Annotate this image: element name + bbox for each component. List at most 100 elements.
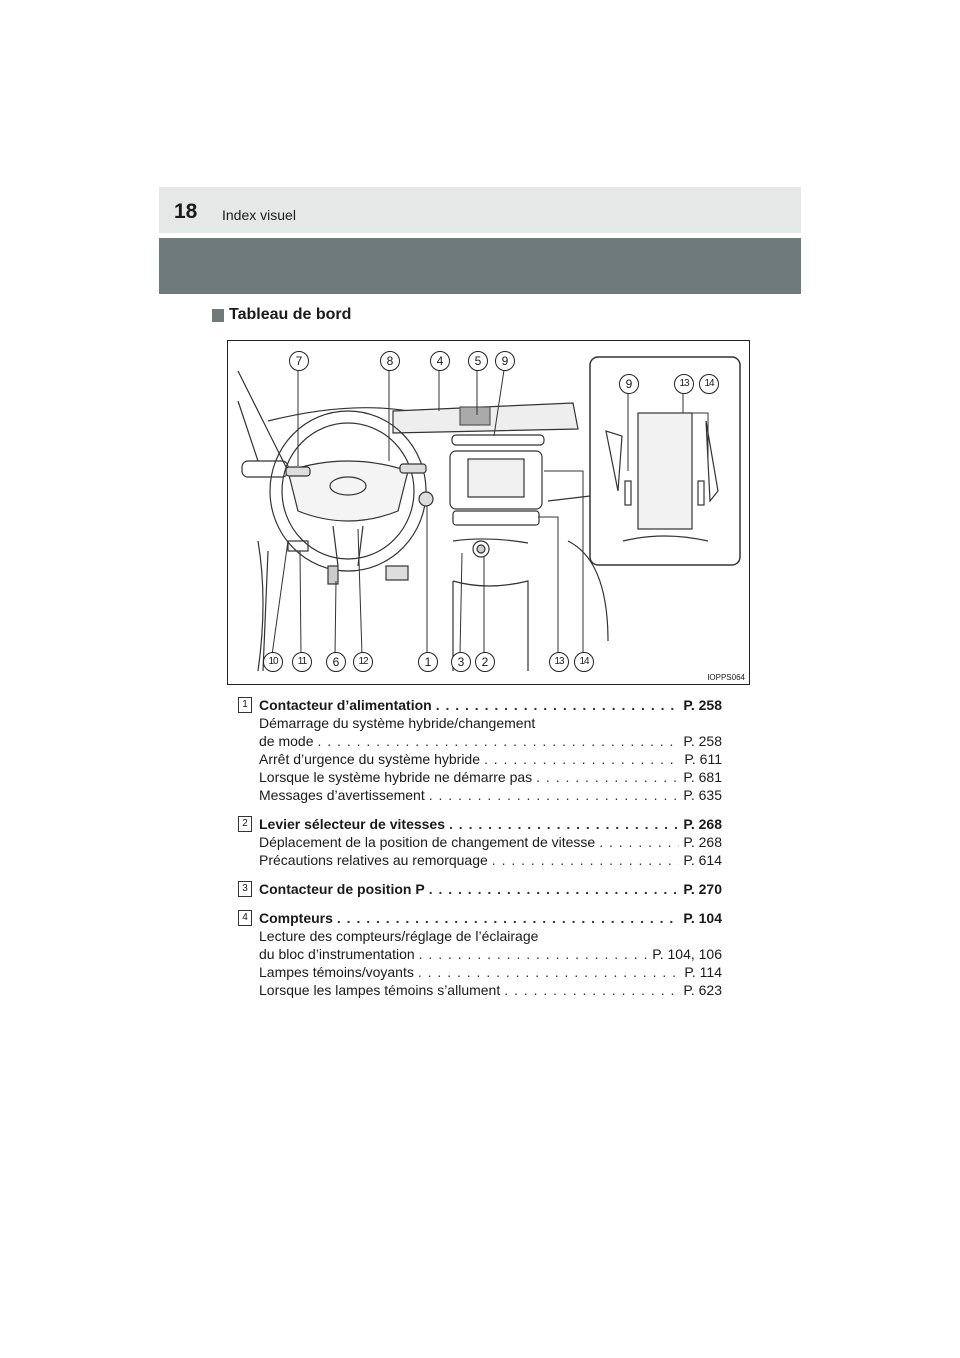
section-band — [159, 238, 801, 294]
callout-10: 10 — [263, 652, 283, 672]
leader-dots — [504, 981, 679, 999]
entry-page-ref[interactable]: P. 268 — [683, 816, 722, 832]
leader-dots — [418, 963, 681, 981]
right-stalk — [399, 463, 427, 474]
callout-14: 14 — [574, 652, 594, 672]
sub-entry-page-ref[interactable]: P. 104, 106 — [652, 946, 722, 962]
a-pillar-line — [237, 370, 289, 472]
climate-panel — [452, 510, 540, 526]
left-vent — [241, 460, 289, 478]
sub-entry-label: Lampes témoins/voyants — [259, 964, 414, 980]
index-entry: 1 Contacteur d’alimentation P. 258 Démar… — [238, 696, 722, 804]
sub-entry-line[interactable]: Déplacement de la position de changement… — [259, 833, 722, 851]
sub-entry-label: Lorsque les lampes témoins s’allument — [259, 982, 501, 998]
sub-entry-label: Messages d’avertissement — [259, 787, 425, 803]
leader-dots — [484, 750, 680, 768]
shift-panel — [452, 538, 529, 544]
entry-title-line[interactable]: Contacteur de position P P. 270 — [259, 880, 722, 898]
sub-entry-line[interactable]: Lorsque le système hybride ne démarre pa… — [259, 768, 722, 786]
dashboard-figure: 7 8 4 5 9 9 13 14 10 11 6 12 1 3 2 13 14… — [227, 340, 750, 685]
entry-number-badge: 3 — [238, 881, 252, 897]
inset-right-buttons — [697, 480, 705, 506]
figure-code: IOPPS064 — [707, 673, 745, 682]
sub-entry-label: Arrêt d’urgence du système hybride — [259, 751, 480, 767]
sub-entry-line[interactable]: Lampes témoins/voyants P. 114 — [259, 963, 722, 981]
sub-entry-page-ref[interactable]: P. 611 — [684, 751, 722, 767]
sub-entry-label: Lecture des compteurs/réglage de l’éclai… — [259, 928, 539, 944]
pedal-right — [385, 565, 409, 581]
callout-4: 4 — [430, 351, 450, 371]
center-vent — [451, 434, 545, 446]
sub-entry-line[interactable]: du bloc d’instrumentation P. 104, 106 — [259, 945, 722, 963]
callout-5: 5 — [468, 351, 488, 371]
sub-entry-line[interactable]: Précautions relatives au remorquage P. 6… — [259, 851, 722, 869]
callout-inset-9: 9 — [619, 374, 639, 394]
sub-entry-label: Lorsque le système hybride ne démarre pa… — [259, 769, 533, 785]
entry-title-line[interactable]: Levier sélecteur de vitesses P. 268 — [259, 815, 722, 833]
brand-emblem — [329, 476, 367, 496]
sub-entry-label: Déplacement de la position de changement… — [259, 834, 596, 850]
callout-12: 12 — [353, 652, 373, 672]
leader-dots — [536, 768, 679, 786]
center-screen — [467, 458, 525, 498]
power-switch-shape — [418, 491, 434, 507]
left-door-line — [257, 540, 269, 672]
entry-title: Contacteur d’alimentation — [259, 697, 432, 713]
sub-entry-line[interactable]: Messages d’avertissement P. 635 — [259, 786, 722, 804]
sub-entry-line: Lecture des compteurs/réglage de l’éclai… — [259, 927, 722, 945]
dash-top-line — [267, 407, 409, 422]
sub-entry-line[interactable]: de mode P. 258 — [259, 732, 722, 750]
callout-6: 6 — [326, 652, 346, 672]
inset-frame — [589, 356, 741, 566]
steering-wheel-inner — [281, 422, 415, 560]
sub-entry-line[interactable]: Lorsque les lampes témoins s’allument P.… — [259, 981, 722, 999]
entry-page-ref[interactable]: P. 258 — [683, 697, 722, 713]
sub-entry-page-ref[interactable]: P. 258 — [683, 733, 722, 749]
leader-dots — [492, 851, 680, 869]
sub-entry-label: Précautions relatives au remorquage — [259, 852, 488, 868]
leader-dots — [429, 786, 680, 804]
index-entry: 2 Levier sélecteur de vitesses P. 268 Dé… — [238, 815, 722, 869]
callout-inset-14: 14 — [699, 374, 719, 394]
inset-screen — [637, 412, 693, 530]
leader-lines — [271, 369, 709, 656]
sub-entry-page-ref[interactable]: P. 114 — [684, 964, 722, 980]
sub-entry-page-ref[interactable]: P. 635 — [683, 787, 722, 803]
index-entry: 4 Compteurs P. 104 Lecture des compteurs… — [238, 909, 722, 999]
sub-entry-page-ref[interactable]: P. 614 — [683, 852, 722, 868]
page-number: 18 — [174, 200, 198, 223]
entry-page-ref[interactable]: P. 104 — [683, 910, 722, 926]
steering-hub — [287, 460, 409, 522]
leader-dots — [436, 696, 680, 714]
sub-entry-page-ref[interactable]: P. 623 — [683, 982, 722, 998]
callout-11: 11 — [292, 652, 312, 672]
shift-knob — [476, 544, 486, 554]
sub-entry-page-ref[interactable]: P. 681 — [683, 769, 722, 785]
lower-switch — [287, 540, 309, 552]
index-entry: 3 Contacteur de position P P. 270 — [238, 880, 722, 898]
callout-8: 8 — [380, 351, 400, 371]
entry-title-line[interactable]: Compteurs P. 104 — [259, 909, 722, 927]
sub-entry-label: du bloc d’instrumentation — [259, 946, 415, 962]
meter-display — [459, 406, 491, 426]
callout-9: 9 — [495, 351, 515, 371]
sub-entry-line[interactable]: Arrêt d’urgence du système hybride P. 61… — [259, 750, 722, 768]
sub-entry-label: de mode — [259, 733, 314, 749]
inset-left-vent — [605, 430, 623, 492]
callout-2: 2 — [475, 652, 495, 672]
index-entries: 1 Contacteur d’alimentation P. 258 Démar… — [238, 696, 722, 1010]
header-bar — [159, 187, 801, 233]
entry-title-line[interactable]: Contacteur d’alimentation P. 258 — [259, 696, 722, 714]
entry-number-badge: 1 — [238, 697, 252, 713]
a-pillar-line-2 — [237, 400, 259, 462]
sub-entry-page-ref[interactable]: P. 268 — [683, 834, 722, 850]
leader-dots — [429, 880, 680, 898]
callout-3: 3 — [451, 652, 471, 672]
dashboard-illustration — [237, 356, 741, 672]
entry-page-ref[interactable]: P. 270 — [683, 881, 722, 897]
entry-number-badge: 4 — [238, 910, 252, 926]
steering-wheel-outer — [269, 410, 427, 572]
callout-7: 7 — [289, 351, 309, 371]
center-stack — [449, 450, 543, 510]
callout-13: 13 — [549, 652, 569, 672]
